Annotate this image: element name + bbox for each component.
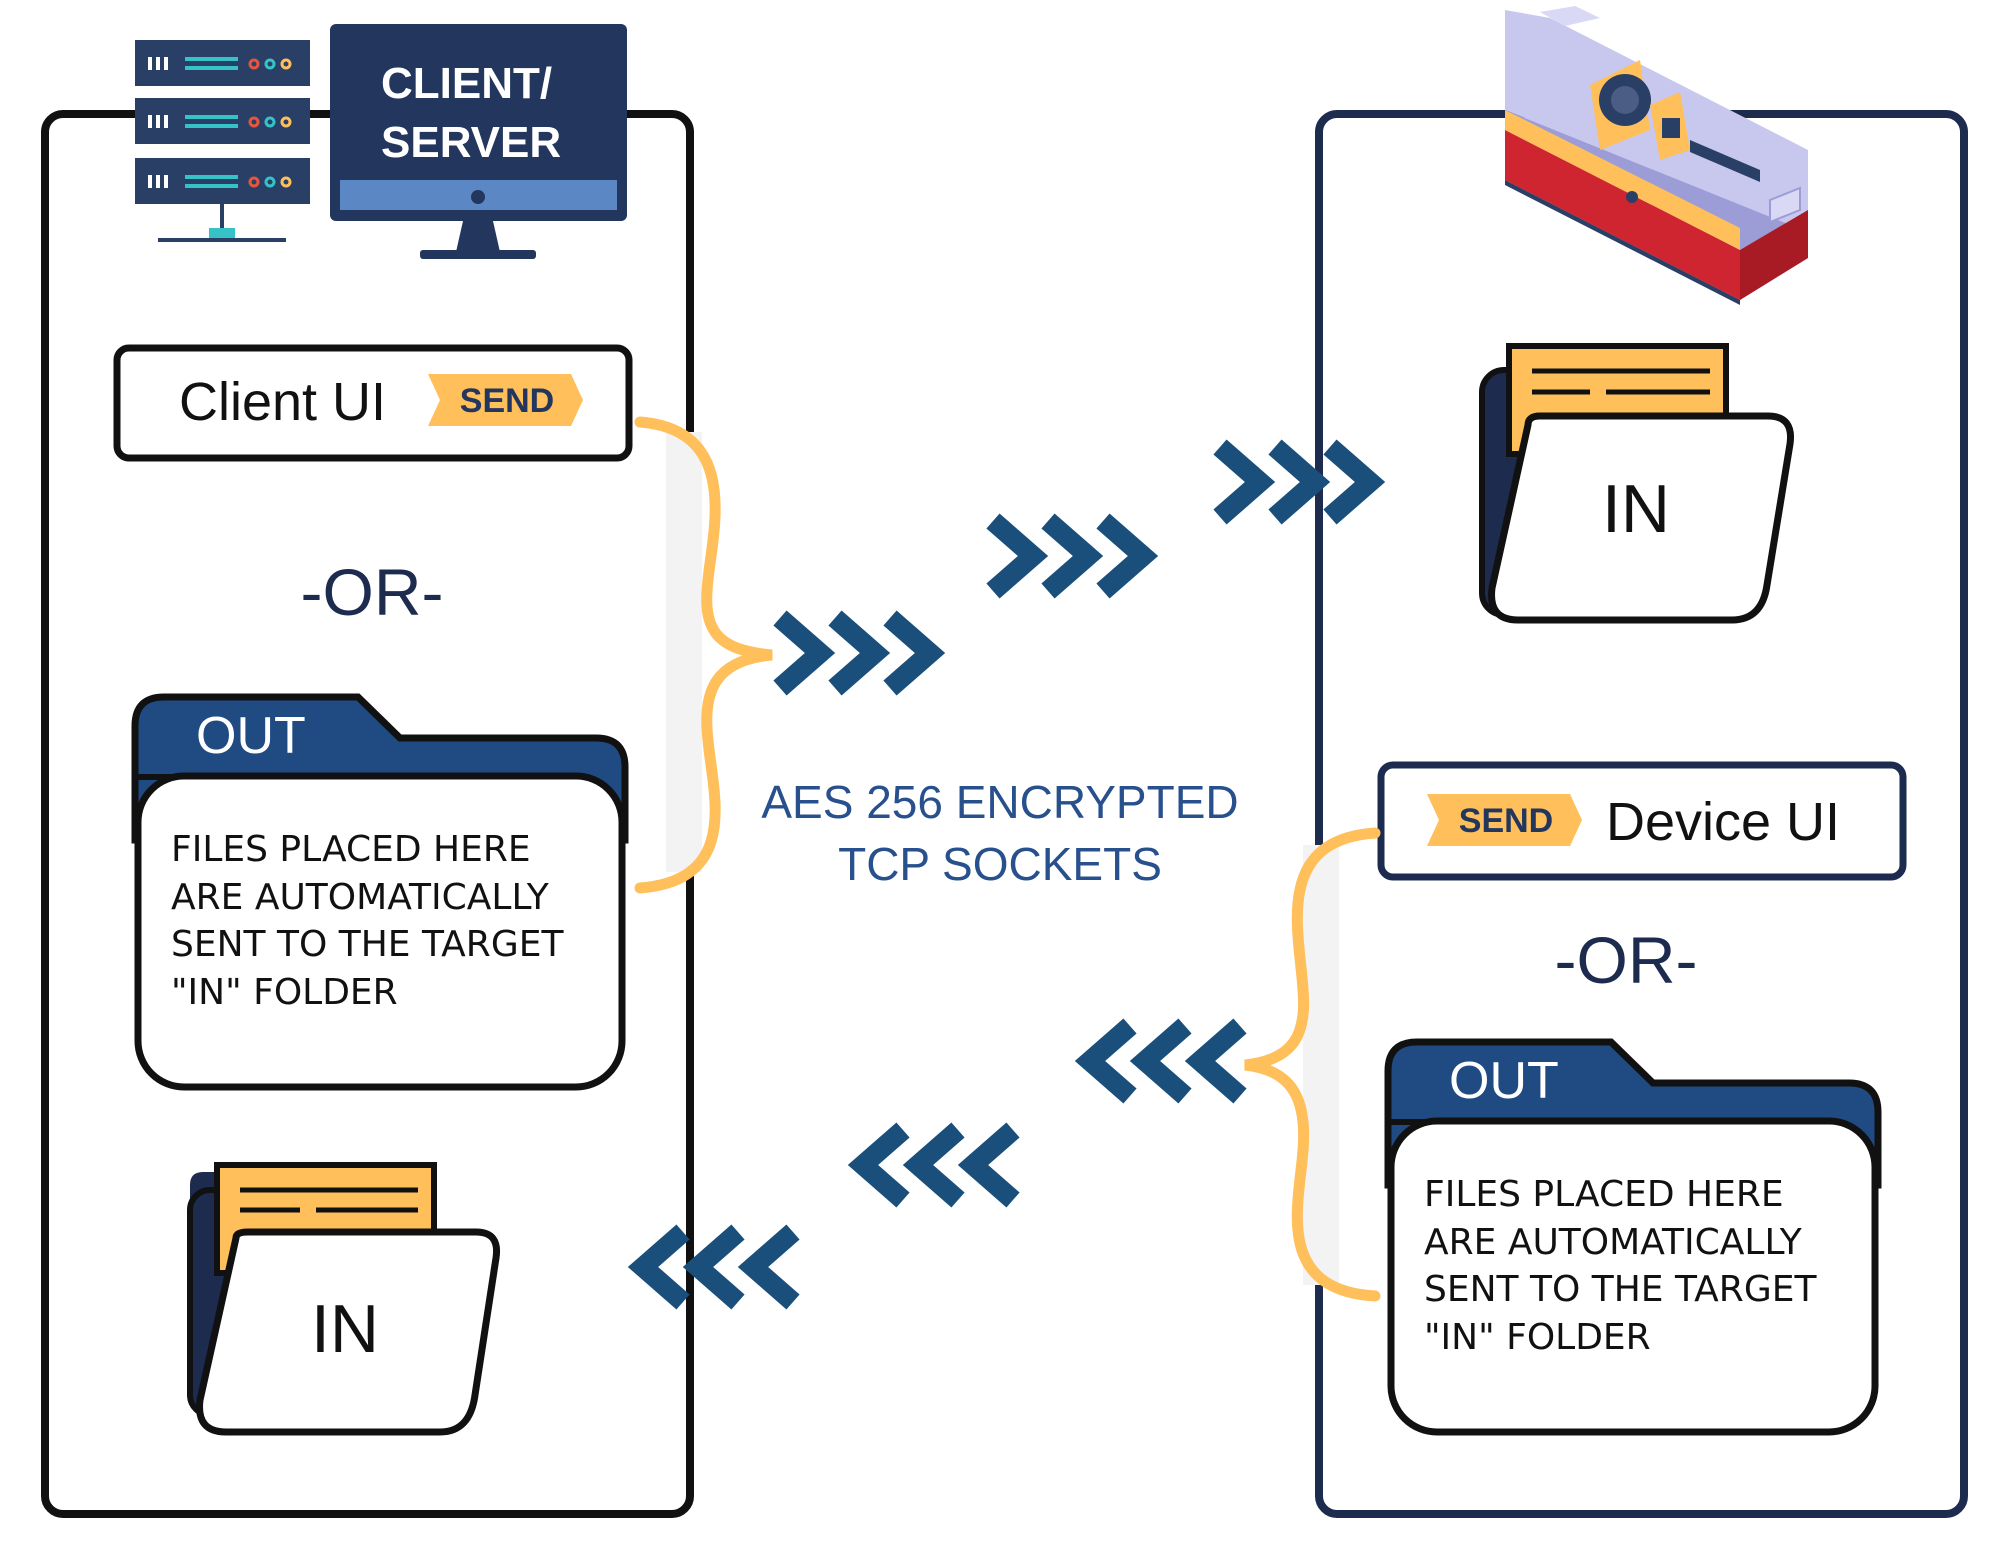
device-send-button[interactable]: SEND	[1427, 794, 1582, 846]
device-out-text-line2: ARE AUTOMATICALLY	[1424, 1222, 1803, 1263]
encryption-caption-line1: AES 256 ENCRYPTED	[761, 776, 1238, 828]
client-or-label: -OR-	[301, 555, 444, 629]
forward-chevron-group-3	[1213, 439, 1386, 525]
client-out-text-line1: FILES PLACED HERE	[171, 829, 531, 870]
return-chevron-group-1	[1074, 1018, 1247, 1104]
client-send-label: SEND	[460, 382, 554, 420]
client-in-label: IN	[311, 1291, 379, 1367]
client-out-folder: OUT FILES PLACED HERE ARE AUTOMATICALLY …	[131, 693, 629, 1091]
device-in-label: IN	[1602, 471, 1670, 547]
return-chevron-group-3	[627, 1224, 800, 1310]
device-ui-label: Device UI	[1606, 792, 1840, 852]
device-out-text-line3: SENT TO THE TARGET	[1424, 1269, 1817, 1310]
forward-chevron-group-2	[986, 513, 1159, 599]
client-send-button[interactable]: SEND	[428, 374, 583, 426]
device-ui-box[interactable]: SEND Device UI	[1377, 761, 1907, 881]
device-out-tab-label: OUT	[1449, 1052, 1559, 1110]
device-out-text-line1: FILES PLACED HERE	[1424, 1174, 1784, 1215]
encryption-caption-line2: TCP SOCKETS	[838, 838, 1162, 890]
client-server-title-line2: SERVER	[381, 118, 561, 167]
device-in-folder: IN	[1479, 343, 1795, 624]
forward-arrows	[773, 439, 1386, 696]
device-or-label: -OR-	[1555, 923, 1698, 997]
client-curly-brace	[634, 416, 773, 894]
return-arrows	[627, 1018, 1247, 1310]
device-out-folder: OUT FILES PLACED HERE ARE AUTOMATICALLY …	[1384, 1038, 1882, 1436]
client-server-title-line1: CLIENT/	[381, 59, 552, 108]
device-out-text-line4: "IN" FOLDER	[1424, 1317, 1651, 1358]
return-chevron-group-2	[847, 1122, 1020, 1208]
client-in-folder: IN	[187, 1162, 501, 1436]
device-curly-brace	[1244, 827, 1381, 1302]
forward-chevron-group-1	[773, 610, 946, 696]
client-out-text-line4: "IN" FOLDER	[171, 972, 398, 1013]
client-out-text-line2: ARE AUTOMATICALLY	[171, 877, 550, 918]
device-send-label: SEND	[1459, 802, 1553, 840]
client-out-tab-label: OUT	[196, 707, 306, 765]
client-server-monitor: CLIENT/ SERVER	[330, 24, 627, 259]
server-rack-icon	[135, 40, 310, 242]
industrial-machine-icon	[1505, 6, 1808, 305]
client-ui-label: Client UI	[179, 372, 386, 432]
client-ui-box[interactable]: Client UI SEND	[113, 344, 633, 462]
client-out-text-line3: SENT TO THE TARGET	[171, 924, 564, 965]
